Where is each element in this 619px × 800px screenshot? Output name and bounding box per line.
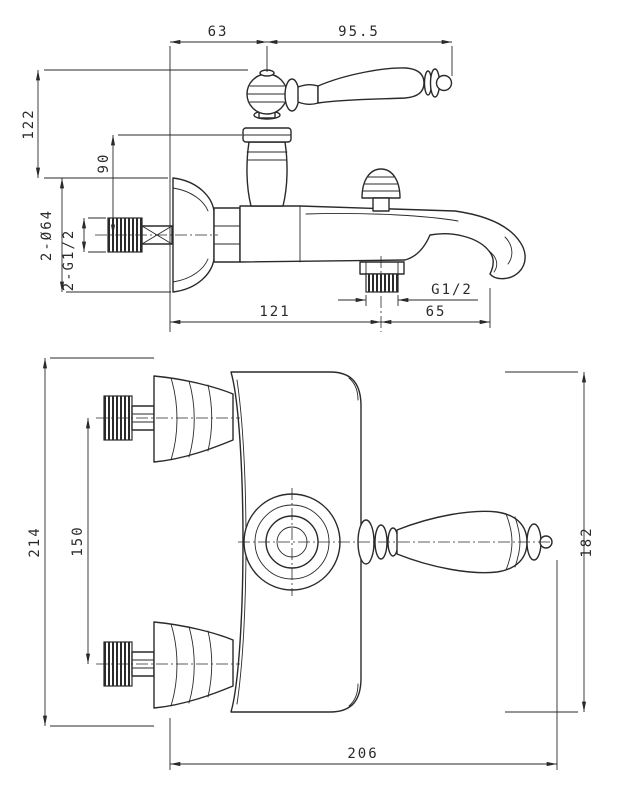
diverter-knob — [361, 168, 401, 212]
handle-pivot-ball — [246, 69, 288, 120]
dim-inlet-spacing: 150 — [70, 418, 91, 664]
dim-label-flange: 2-Ø64 — [39, 209, 55, 261]
front-view: 214 150 182 206 — [27, 357, 595, 770]
dim-body-height: 90 — [96, 135, 116, 235]
extension-lines-front — [50, 357, 578, 770]
dim-inlet-thread: 2-G1/2 — [61, 218, 87, 292]
dim-right-height: 182 — [579, 372, 595, 712]
dim-label-214: 214 — [27, 526, 43, 557]
dim-front-overall-height: 214 — [27, 358, 48, 726]
side-view-object — [95, 67, 526, 332]
side-view-dimensions: 63 95.5 122 90 2-Ø64 — [21, 24, 491, 332]
dim-label-90: 90 — [96, 153, 112, 174]
valve-body — [242, 127, 292, 207]
dim-label-182: 182 — [579, 526, 595, 557]
dim-label-122: 122 — [21, 108, 37, 139]
dim-label-206: 206 — [347, 746, 378, 762]
front-view-dimensions: 214 150 182 206 — [27, 357, 595, 770]
dim-handle-length: 95.5 — [267, 24, 452, 45]
front-view-object — [96, 371, 553, 713]
dim-handle-pivot-offset: 63 — [170, 24, 267, 45]
bottom-outlet — [359, 261, 405, 293]
dim-outlet-thread: G1/2 — [338, 282, 478, 303]
wall-flange — [172, 177, 215, 293]
spout — [239, 205, 526, 280]
dim-label-121: 121 — [259, 304, 290, 320]
dim-outlet-to-tip: 65 — [381, 304, 490, 325]
dim-label-65: 65 — [426, 304, 447, 320]
dim-label-outlet-thread: G1/2 — [431, 282, 473, 298]
dim-label-95-5: 95.5 — [338, 24, 380, 40]
dim-label-inlet-thread: 2-G1/2 — [61, 229, 77, 292]
lever-handle — [284, 67, 453, 112]
handle-end-ball — [435, 74, 453, 92]
dim-label-63: 63 — [208, 24, 229, 40]
dim-flange-diameter: 2-Ø64 — [39, 178, 65, 292]
dim-label-150: 150 — [70, 525, 86, 556]
dim-overall-width: 206 — [170, 746, 557, 767]
side-view: 63 95.5 122 90 2-Ø64 — [21, 24, 526, 332]
dim-wall-to-outlet: 121 — [170, 304, 381, 325]
upper-escutcheon — [153, 375, 234, 463]
extension-lines — [44, 46, 491, 332]
lower-escutcheon — [153, 621, 234, 709]
dim-overall-height: 122 — [21, 70, 41, 178]
